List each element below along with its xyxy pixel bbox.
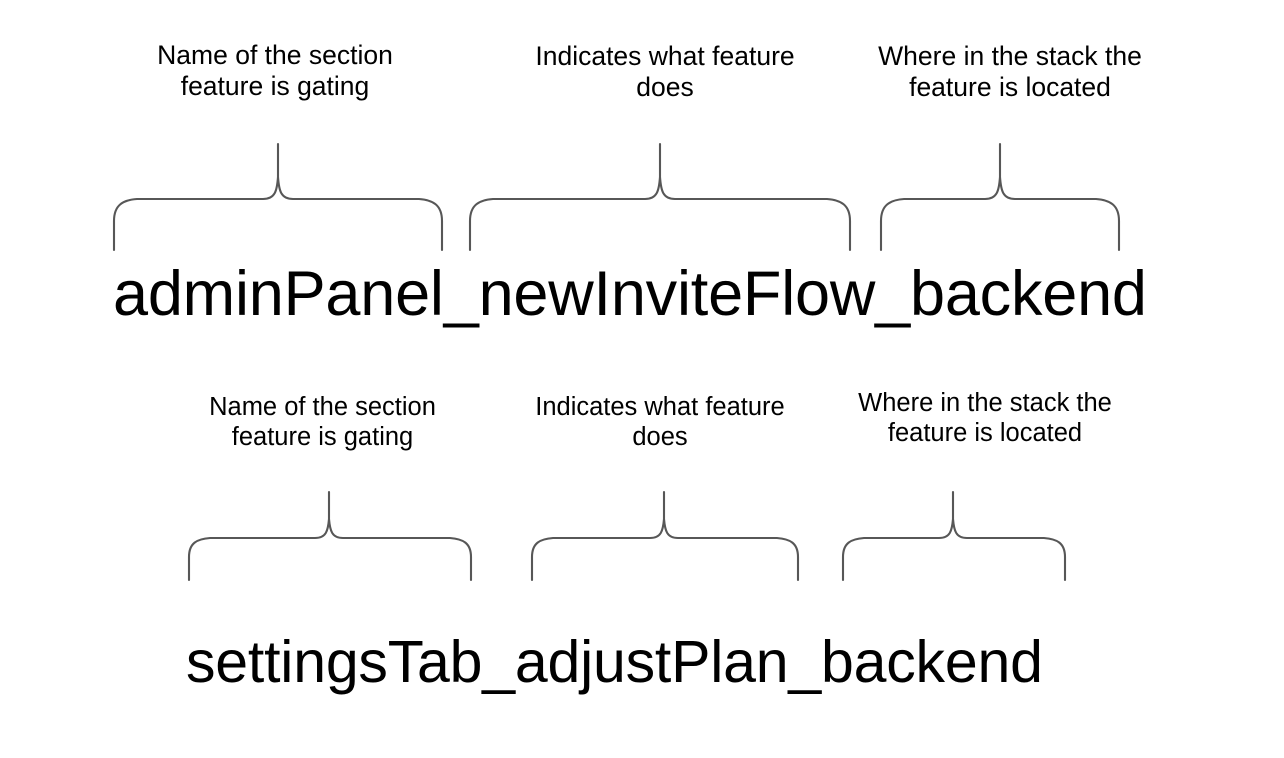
flag-segment-section: adminPanel bbox=[113, 259, 444, 329]
flag-segment-layer: _backend bbox=[788, 629, 1043, 695]
feature-flag-name-2: settingsTab_adjustPlan_backend bbox=[186, 628, 1043, 696]
annotation-label-section-name: Name of the section feature is gating bbox=[157, 40, 393, 102]
flag-example-row-2: Name of the section feature is gating In… bbox=[0, 360, 1284, 758]
flag-segment-action: _adjustPlan bbox=[482, 629, 789, 695]
curly-brace-icon-feature-action bbox=[531, 491, 799, 581]
annotation-label-stack-location: Where in the stack the feature is locate… bbox=[878, 41, 1142, 103]
flag-example-row-1: Name of the section feature is gating In… bbox=[0, 0, 1284, 360]
annotation-label-feature-action: Indicates what feature does bbox=[535, 393, 785, 452]
flag-segment-layer: _backend bbox=[875, 259, 1147, 329]
annotation-label-section-name: Name of the section feature is gating bbox=[209, 393, 436, 452]
curly-brace-icon-feature-action bbox=[469, 143, 851, 251]
curly-brace-icon-stack-location bbox=[880, 143, 1120, 251]
annotation-label-stack-location: Where in the stack the feature is locate… bbox=[858, 389, 1112, 448]
flag-segment-action: _newInviteFlow bbox=[443, 259, 876, 329]
flag-segment-section: settingsTab bbox=[186, 629, 483, 695]
curly-brace-icon-section-name bbox=[113, 143, 443, 251]
curly-brace-icon-section-name bbox=[188, 491, 472, 581]
feature-flag-name-1: adminPanel_newInviteFlow_backend bbox=[113, 258, 1147, 330]
annotation-label-feature-action: Indicates what feature does bbox=[535, 41, 795, 103]
curly-brace-icon-stack-location bbox=[842, 491, 1066, 581]
